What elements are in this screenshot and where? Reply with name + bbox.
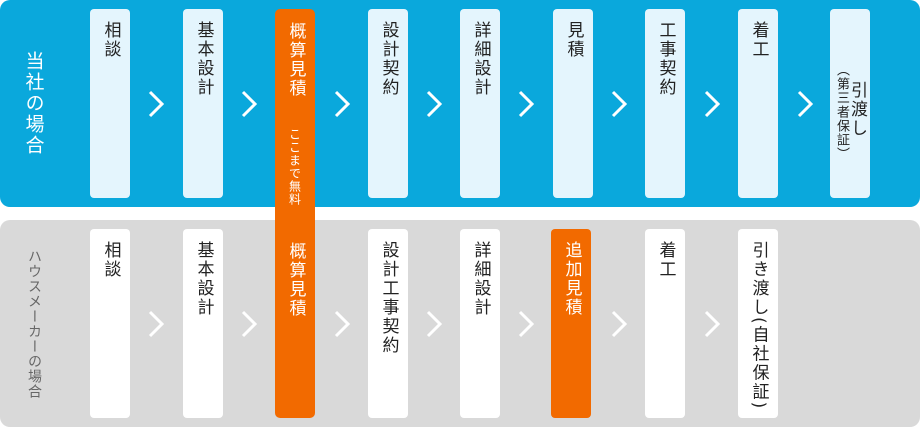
house-maker-label: ハウスメーカーの場合 [26,248,42,399]
bottom-step-basic-design: 基本設計 [183,229,223,418]
chevron-right-icon [147,89,165,119]
top-step-estimate: 見積 [553,9,593,198]
step-label: 概算見積 [285,242,306,318]
bottom-step-design-construction-contract: 設計工事契約 [368,229,408,418]
top-step-rough-estimate: 概算見積 [275,22,315,98]
top-step-detail-design: 詳細設計 [460,9,500,198]
chevron-right-icon [703,89,721,119]
free-note-text: ここまで無料 [287,128,302,206]
chevron-right-icon [425,309,443,339]
bottom-step-handover: 引き渡し(自社保証) [738,229,778,418]
chevron-right-icon [517,89,535,119]
top-step-basic-design: 基本設計 [183,9,223,198]
step-sub-label: （第三者保証） [834,62,849,161]
chevron-right-icon [610,89,628,119]
chevron-right-icon [240,89,258,119]
step-label: 基本設計 [193,21,214,97]
step-label: 設計工事契約 [378,241,399,355]
step-label: 見積 [563,21,584,59]
step-label: 相談 [100,241,121,279]
top-step-design-contract: 設計契約 [368,9,408,198]
chevron-right-icon [240,309,258,339]
step-label: 相談 [100,21,121,59]
step-label: 概算見積 [285,22,306,98]
chevron-right-icon [425,89,443,119]
top-step-handover: 引渡し （第三者保証） [830,9,870,198]
bottom-step-rough-estimate: 概算見積 [275,242,315,318]
chevron-right-icon [610,309,628,339]
bottom-step-groundbreaking: 着工 [645,229,685,418]
step-label: 着工 [655,241,676,279]
top-step-groundbreaking: 着工 [738,9,778,198]
chevron-right-icon [147,309,165,339]
step-label: 引渡し [847,81,867,138]
free-estimate-highlight [275,9,315,418]
bottom-step-additional-estimate: 追加見積 [551,229,591,418]
chevron-right-icon [703,309,721,339]
top-step-consultation: 相談 [90,9,130,198]
top-step-construction-contract: 工事契約 [645,9,685,198]
step-label: 設計契約 [378,21,399,97]
bottom-step-detail-design: 詳細設計 [460,229,500,418]
step-label: 着工 [748,21,769,59]
step-label: 詳細設計 [470,241,491,317]
chevron-right-icon [333,89,351,119]
bottom-step-consultation: 相談 [90,229,130,418]
chevron-right-icon [517,309,535,339]
step-label: 詳細設計 [470,21,491,97]
chevron-right-icon [333,309,351,339]
step-label: 基本設計 [193,241,214,317]
free-until-here-note: ここまで無料 [275,128,315,206]
step-label: 追加見積 [561,241,582,317]
chevron-right-icon [796,89,814,119]
step-label: 工事契約 [655,21,676,97]
step-label: 引き渡し(自社保証) [748,241,769,411]
our-company-label: 当社の場合 [22,51,45,156]
